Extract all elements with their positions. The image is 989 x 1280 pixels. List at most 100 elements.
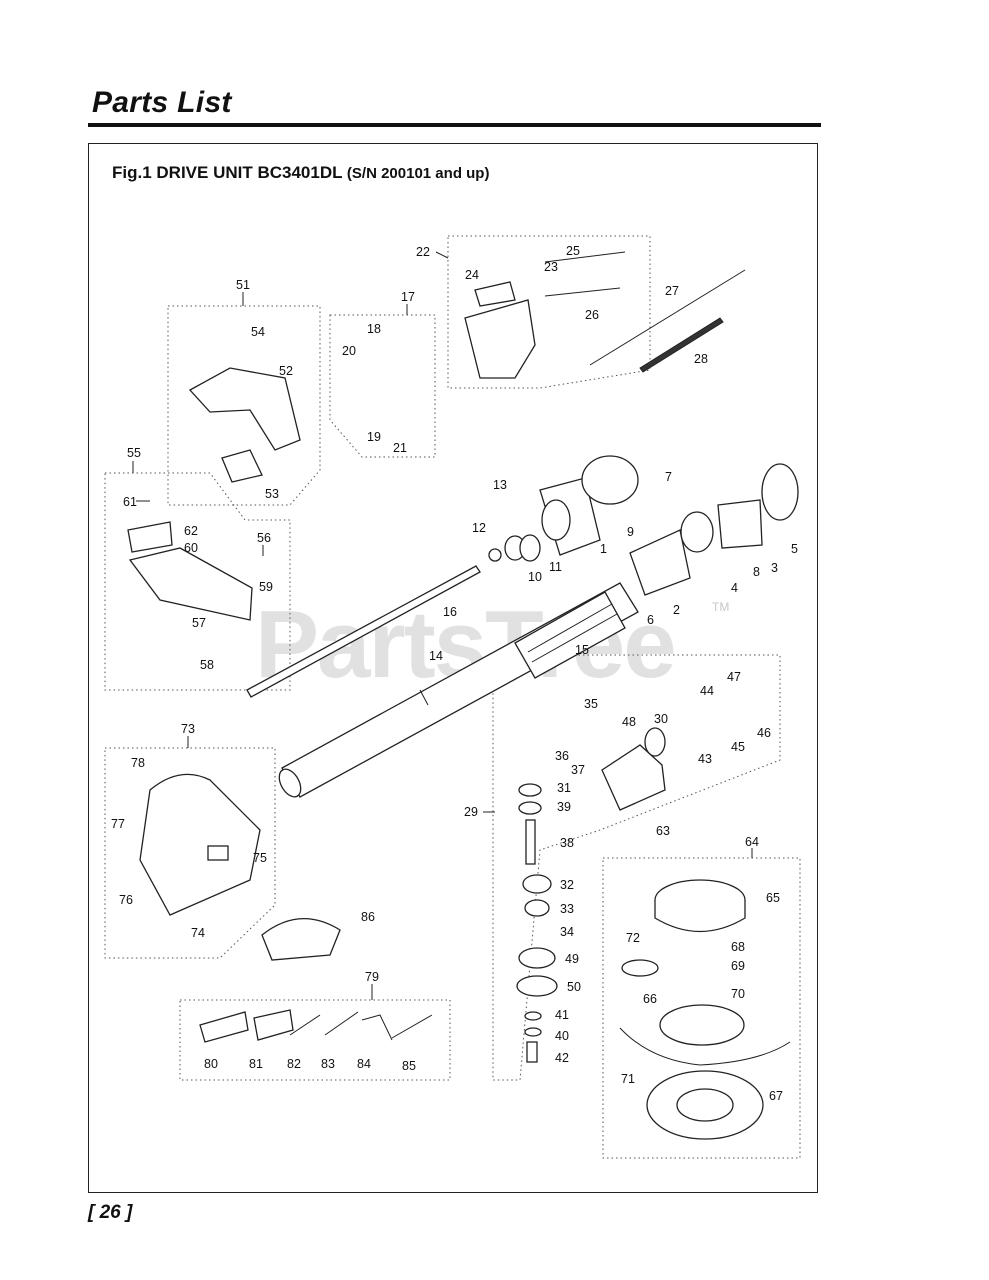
callout-7: 7 bbox=[665, 470, 672, 484]
callout-73: 73 bbox=[181, 722, 195, 736]
guard-parts bbox=[127, 367, 301, 621]
title-rule bbox=[88, 123, 821, 127]
callout-69: 69 bbox=[731, 959, 745, 973]
callout-52: 52 bbox=[279, 364, 293, 378]
callout-74: 74 bbox=[191, 926, 205, 940]
callout-3: 3 bbox=[771, 561, 778, 575]
callout-9: 9 bbox=[627, 525, 634, 539]
callout-11: 11 bbox=[549, 560, 562, 574]
callout-26: 26 bbox=[585, 308, 599, 322]
callout-33: 33 bbox=[560, 902, 574, 916]
callout-14: 14 bbox=[429, 649, 443, 663]
callout-31: 31 bbox=[557, 781, 571, 795]
callout-84: 84 bbox=[357, 1057, 371, 1071]
callout-80: 80 bbox=[204, 1057, 218, 1071]
callout-23: 23 bbox=[544, 260, 558, 274]
callout-37: 37 bbox=[571, 763, 585, 777]
callout-68: 68 bbox=[731, 940, 745, 954]
figure-frame bbox=[88, 143, 818, 1193]
callout-20: 20 bbox=[342, 344, 356, 358]
shaft-assembly bbox=[246, 565, 639, 798]
callout-77: 77 bbox=[111, 817, 125, 831]
callout-6: 6 bbox=[647, 613, 654, 627]
callout-32: 32 bbox=[560, 878, 574, 892]
callout-27: 27 bbox=[665, 284, 679, 298]
callout-1: 1 bbox=[600, 542, 607, 556]
page-number: [ 26 ] bbox=[88, 1202, 133, 1223]
callout-56: 56 bbox=[257, 531, 271, 545]
gear-head-parts bbox=[516, 727, 666, 1063]
callout-38: 38 bbox=[560, 836, 574, 850]
callout-51: 51 bbox=[236, 278, 250, 292]
trimmer-head bbox=[619, 879, 791, 1140]
figure-caption-main: Fig.1 DRIVE UNIT BC3401DL bbox=[112, 163, 343, 182]
watermark-trademark: TM bbox=[712, 600, 730, 614]
callout-17: 17 bbox=[401, 290, 415, 304]
callout-39: 39 bbox=[557, 800, 571, 814]
callout-58: 58 bbox=[200, 658, 214, 672]
callout-40: 40 bbox=[555, 1029, 569, 1043]
callout-25: 25 bbox=[566, 244, 580, 258]
callout-13: 13 bbox=[493, 478, 507, 492]
callout-8: 8 bbox=[753, 565, 760, 579]
callout-71: 71 bbox=[621, 1072, 635, 1086]
callout-22: 22 bbox=[416, 245, 430, 259]
callout-44: 44 bbox=[700, 684, 714, 698]
callout-82: 82 bbox=[287, 1057, 301, 1071]
callout-15: 15 bbox=[575, 643, 589, 657]
callout-43: 43 bbox=[698, 752, 712, 766]
group-outlines bbox=[104, 235, 801, 1159]
callout-75: 75 bbox=[253, 851, 267, 865]
callout-59: 59 bbox=[259, 580, 273, 594]
callout-48: 48 bbox=[622, 715, 636, 729]
callout-19: 19 bbox=[367, 430, 381, 444]
callout-34: 34 bbox=[560, 925, 574, 939]
callout-5: 5 bbox=[791, 542, 798, 556]
callout-29: 29 bbox=[464, 805, 478, 819]
callout-36: 36 bbox=[555, 749, 569, 763]
callout-2: 2 bbox=[673, 603, 680, 617]
callout-49: 49 bbox=[565, 952, 579, 966]
accessory-parts bbox=[139, 773, 433, 1043]
callout-65: 65 bbox=[766, 891, 780, 905]
callout-86: 86 bbox=[361, 910, 375, 924]
figure-caption-serial: (S/N 200101 and up) bbox=[346, 165, 490, 182]
callout-54: 54 bbox=[251, 325, 265, 339]
clutch-parts bbox=[488, 455, 799, 596]
throttle-assembly bbox=[464, 251, 746, 379]
callout-42: 42 bbox=[555, 1051, 569, 1065]
callout-81: 81 bbox=[249, 1057, 263, 1071]
leader-lines bbox=[132, 251, 753, 1000]
callout-30: 30 bbox=[654, 712, 668, 726]
callout-85: 85 bbox=[402, 1059, 416, 1073]
callout-67: 67 bbox=[769, 1089, 783, 1103]
callout-41: 41 bbox=[555, 1008, 569, 1022]
callout-46: 46 bbox=[757, 726, 771, 740]
callout-70: 70 bbox=[731, 987, 745, 1001]
callout-72: 72 bbox=[626, 931, 640, 945]
callout-78: 78 bbox=[131, 756, 145, 770]
callout-4: 4 bbox=[731, 581, 738, 595]
callout-63: 63 bbox=[656, 824, 670, 838]
callout-45: 45 bbox=[731, 740, 745, 754]
callout-64: 64 bbox=[745, 835, 759, 849]
callout-53: 53 bbox=[265, 487, 279, 501]
callout-61: 61 bbox=[123, 495, 137, 509]
callout-24: 24 bbox=[465, 268, 479, 282]
callout-16: 16 bbox=[443, 605, 457, 619]
page-title: Parts List bbox=[92, 86, 232, 119]
callout-12: 12 bbox=[472, 521, 486, 535]
callout-28: 28 bbox=[694, 352, 708, 366]
callout-50: 50 bbox=[567, 980, 581, 994]
callout-66: 66 bbox=[643, 992, 657, 1006]
callout-79: 79 bbox=[365, 970, 379, 984]
part-callouts: 1 2 3 4 5 6 7 8 9 10 11 12 13 14 15 16 1… bbox=[111, 244, 798, 1103]
callout-62: 62 bbox=[184, 524, 198, 538]
figure-caption: Fig.1 DRIVE UNIT BC3401DL (S/N 200101 an… bbox=[112, 163, 489, 183]
callout-55: 55 bbox=[127, 446, 141, 460]
callout-10: 10 bbox=[528, 570, 542, 584]
callout-35: 35 bbox=[584, 697, 598, 711]
callout-83: 83 bbox=[321, 1057, 335, 1071]
callout-57: 57 bbox=[192, 616, 206, 630]
